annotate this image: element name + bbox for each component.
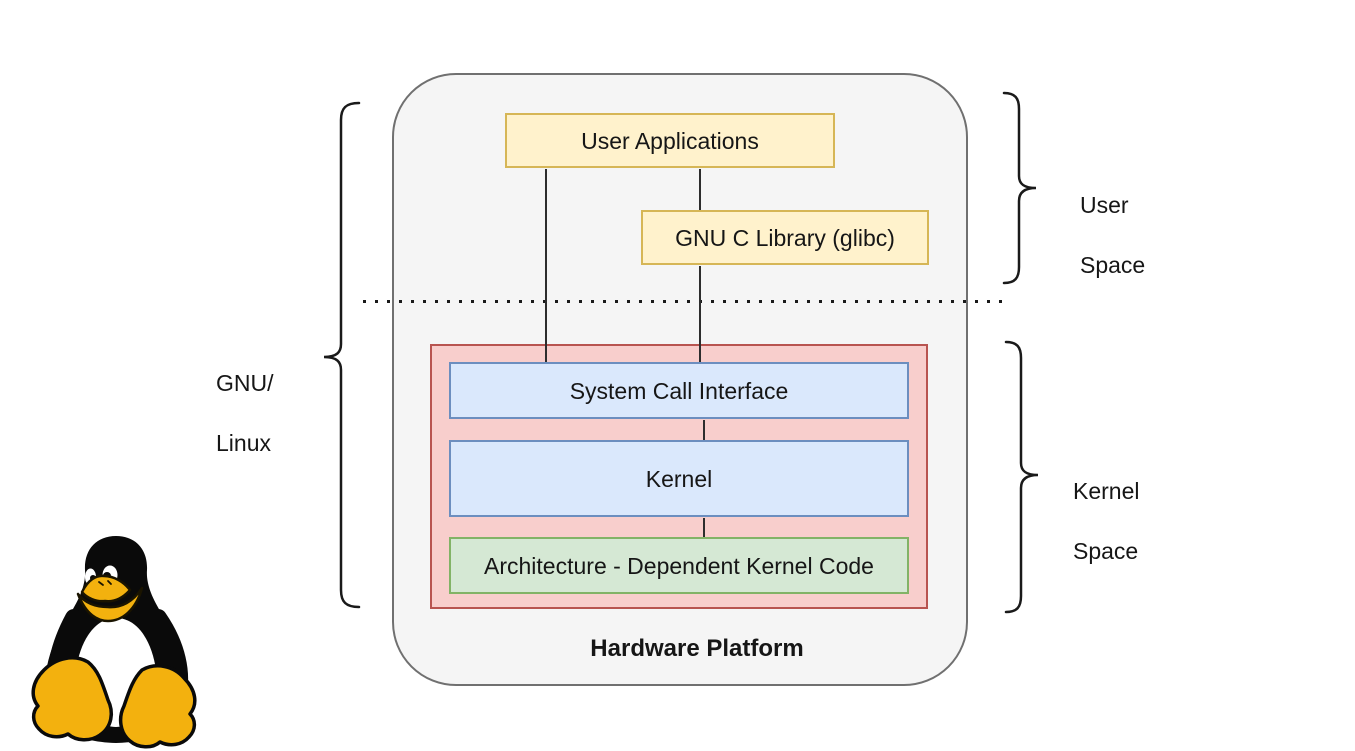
kernel-space-brace xyxy=(1004,340,1039,614)
system-call-interface-label: System Call Interface xyxy=(569,377,789,404)
kernel-space-label-line1: Kernel xyxy=(1073,478,1140,504)
arch-dependent-kernel-code-box: Architecture - Dependent Kernel Code xyxy=(449,537,909,594)
kernel-box: Kernel xyxy=(449,440,909,517)
arch-dependent-kernel-code-label: Architecture - Dependent Kernel Code xyxy=(484,552,874,579)
gnu-linux-label: GNU/ Linux xyxy=(216,338,306,488)
kernel-label: Kernel xyxy=(645,465,713,492)
kernel-space-label: Kernel Space xyxy=(1073,446,1183,596)
hardware-platform-label: Hardware Platform xyxy=(590,635,804,662)
gnu-linux-label-line2: Linux xyxy=(216,430,271,456)
tux-linux-penguin-icon xyxy=(31,536,197,749)
user-applications-box: User Applications xyxy=(505,113,835,168)
gnu-linux-brace xyxy=(323,101,361,609)
tux-beak-upper-bill xyxy=(80,574,132,603)
tux-beak-nostrils xyxy=(98,580,112,586)
gnu-linux-label-line1: GNU/ xyxy=(216,370,274,396)
tux-right-foot xyxy=(118,664,197,749)
user-space-label: User Space xyxy=(1080,160,1190,310)
glibc-label: GNU C Library (glibc) xyxy=(675,224,895,251)
user-applications-label: User Applications xyxy=(581,127,759,154)
glibc-box: GNU C Library (glibc) xyxy=(641,210,929,265)
user-space-label-line1: User xyxy=(1080,192,1129,218)
user-space-brace xyxy=(1002,91,1037,285)
tux-beak-smile xyxy=(76,586,144,623)
tux-left-foot xyxy=(31,656,114,742)
user-space-label-line2: Space xyxy=(1080,252,1146,278)
kernel-space-label-line2: Space xyxy=(1073,538,1139,564)
system-call-interface-box: System Call Interface xyxy=(449,362,909,419)
